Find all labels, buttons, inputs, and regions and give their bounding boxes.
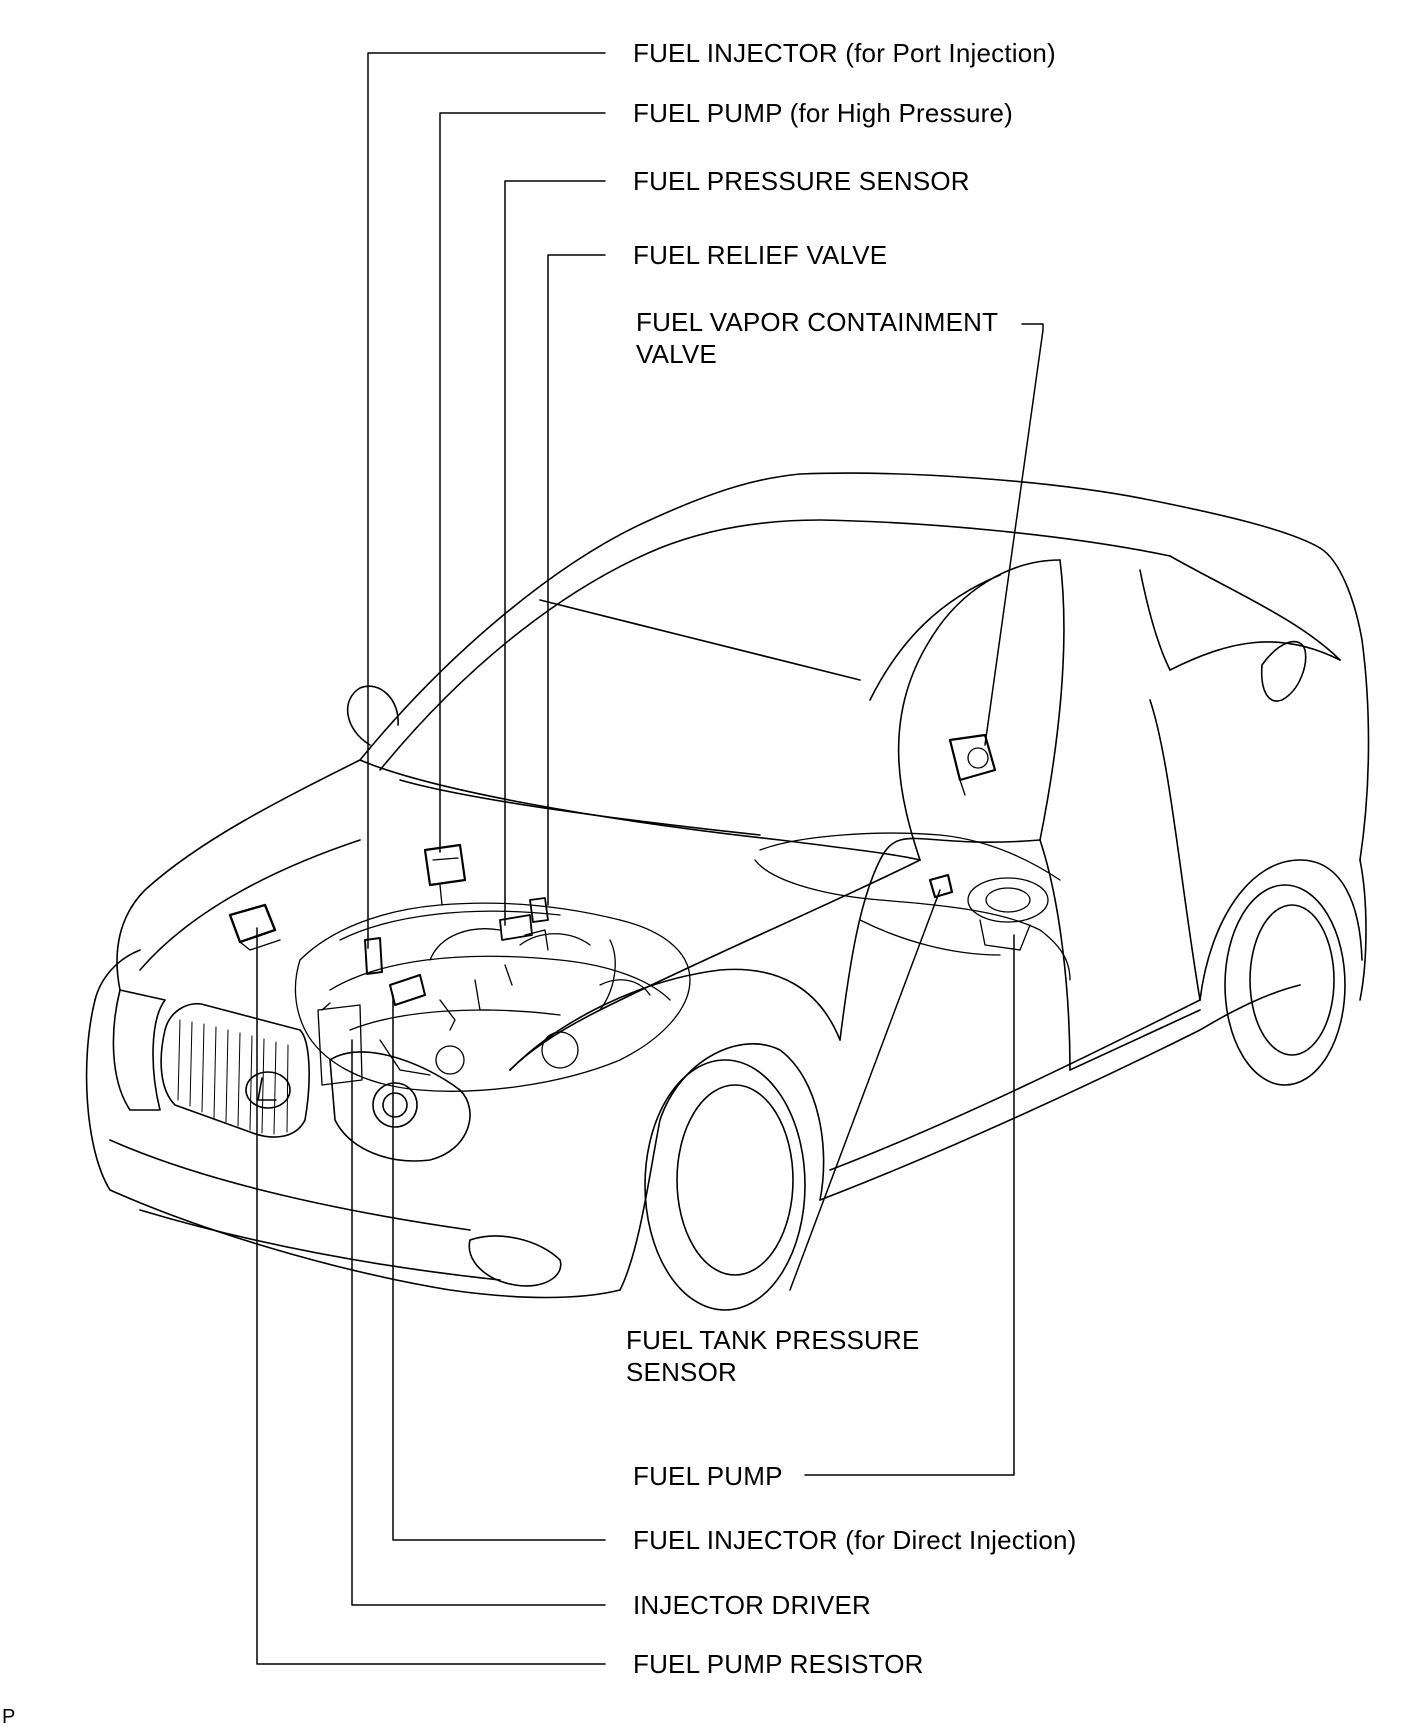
label-fuel-pump-high-pressure: FUEL PUMP (for High Pressure) bbox=[633, 98, 1014, 128]
leader-fuel-injector-direct bbox=[392, 994, 606, 1541]
leader-fuel-relief-valve bbox=[547, 254, 606, 906]
label-fuel-pump: FUEL PUMP bbox=[633, 1461, 783, 1491]
leader-fuel-pump bbox=[804, 934, 1015, 1476]
grille-bars bbox=[177, 1019, 289, 1135]
label-fuel-tank-line1: FUEL TANK PRESSURE bbox=[626, 1325, 920, 1355]
label-fuel-injector-port: FUEL INJECTOR (for Port Injection) bbox=[633, 38, 1056, 68]
leader-fuel-tank-sensor bbox=[789, 889, 941, 1291]
label-fuel-vapor-containment-valve: FUEL VAPOR CONTAINMENT VALVE bbox=[636, 306, 998, 370]
label-fuel-tank-line2: SENSOR bbox=[626, 1357, 738, 1387]
label-fuel-pump-resistor: FUEL PUMP RESISTOR bbox=[633, 1649, 924, 1679]
leader-injector-driver bbox=[351, 1039, 606, 1606]
label-fuel-injector-direct: FUEL INJECTOR (for Direct Injection) bbox=[633, 1525, 1077, 1555]
leader-fuel-pump-resistor bbox=[256, 927, 606, 1665]
label-injector-driver: INJECTOR DRIVER bbox=[633, 1590, 871, 1620]
label-fuel-pressure-sensor: FUEL PRESSURE SENSOR bbox=[633, 166, 970, 196]
leader-lines bbox=[256, 52, 1044, 1665]
engine-bay bbox=[228, 843, 691, 1092]
label-fuel-relief-valve: FUEL RELIEF VALVE bbox=[633, 240, 888, 270]
leader-fuel-vapor-valve bbox=[984, 323, 1044, 746]
label-fuel-vapor-line1: FUEL VAPOR CONTAINMENT bbox=[636, 307, 999, 337]
corner-mark: P bbox=[2, 1706, 16, 1728]
fuel-tank-area bbox=[754, 733, 1071, 981]
leader-fuel-pressure-sensor bbox=[504, 180, 606, 926]
leader-fuel-pump-high bbox=[439, 112, 606, 853]
car-body bbox=[85, 472, 1370, 1311]
label-fuel-vapor-line2: VALVE bbox=[636, 339, 717, 369]
leader-fuel-injector-port bbox=[367, 52, 606, 949]
label-fuel-tank-pressure-sensor: FUEL TANK PRESSURE SENSOR bbox=[626, 1324, 920, 1388]
